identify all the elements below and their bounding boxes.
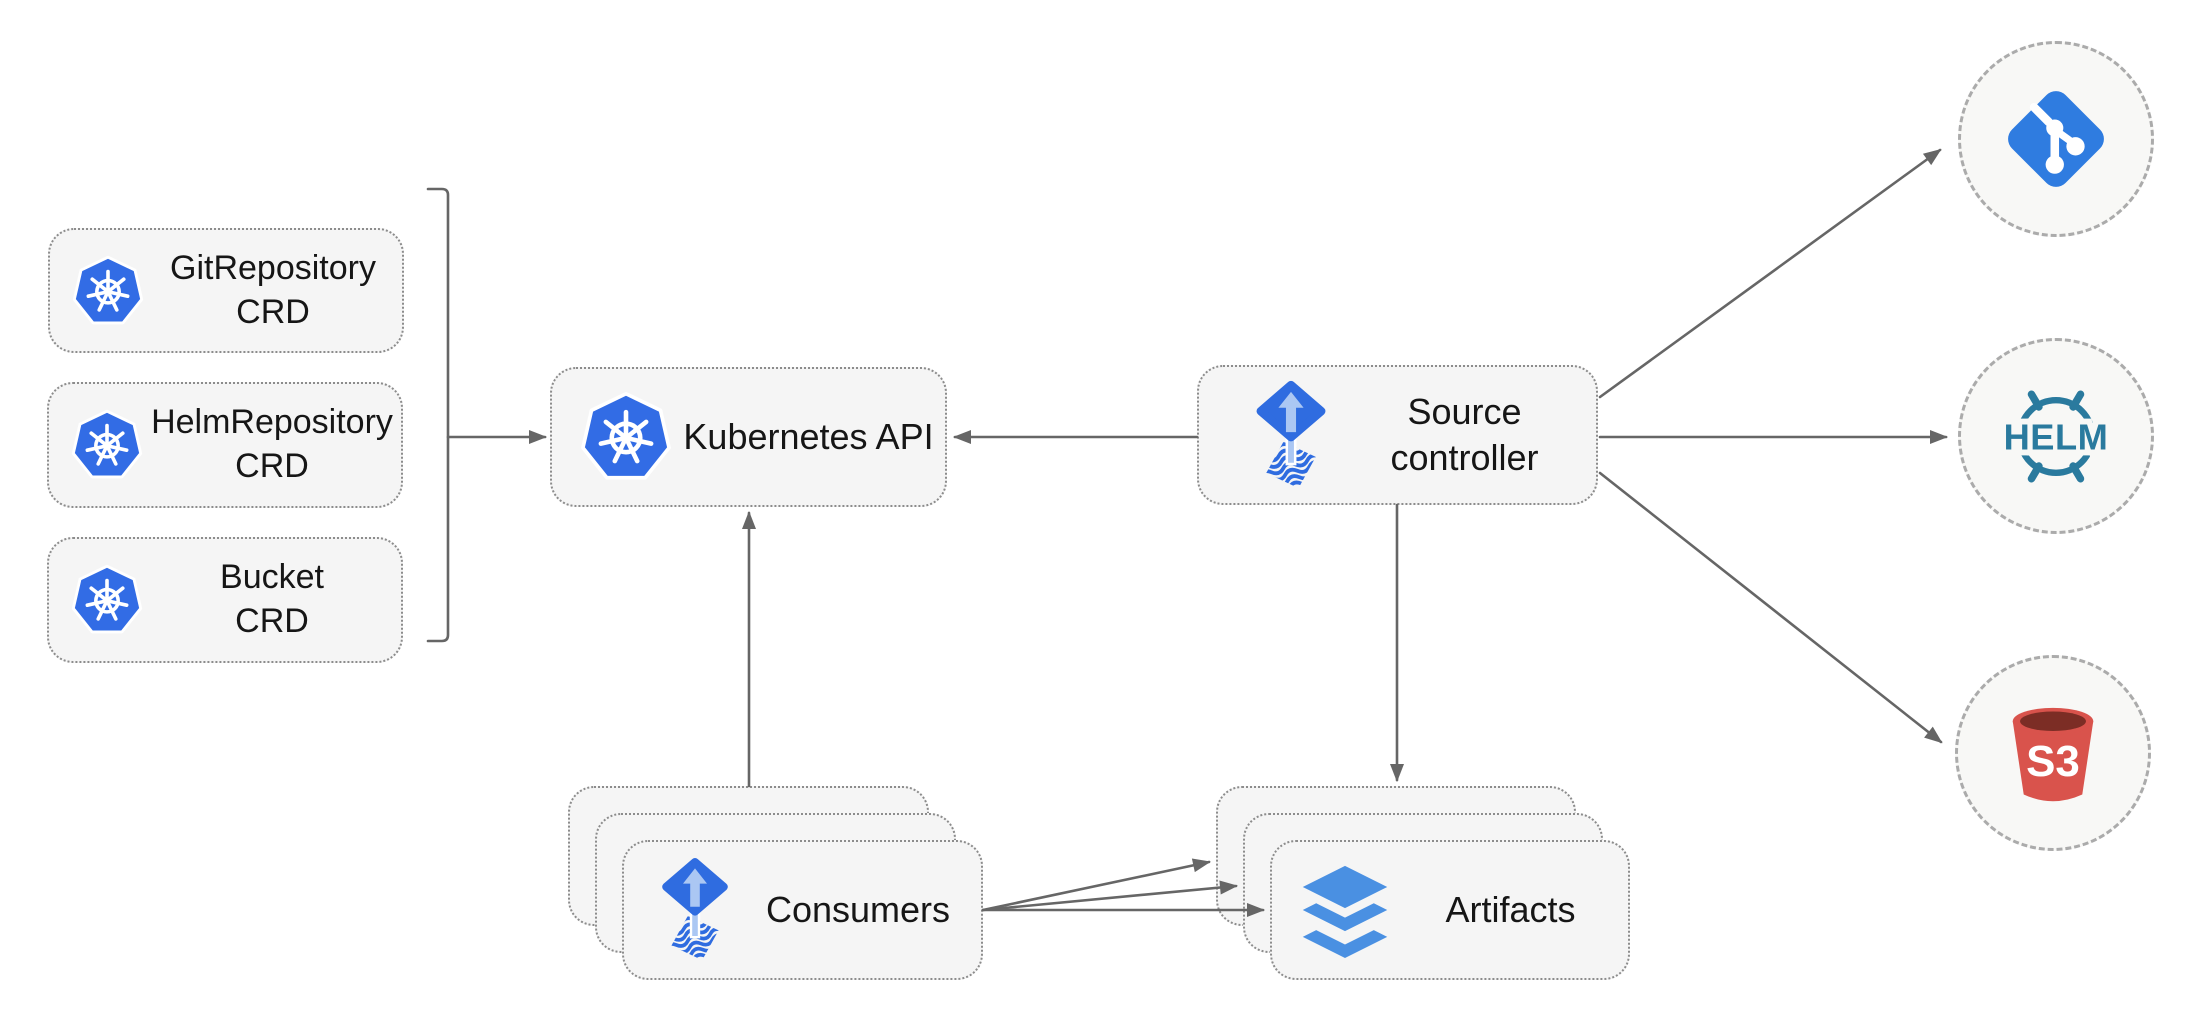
kubernetes-icon bbox=[71, 564, 143, 636]
crd-group-bracket bbox=[426, 187, 450, 643]
s3-wordmark: S3 bbox=[2026, 737, 2080, 786]
kubernetes-icon bbox=[580, 391, 672, 483]
git-icon bbox=[1995, 78, 2117, 200]
consumers-label: Consumers bbox=[765, 888, 951, 930]
kubernetes-icon bbox=[72, 255, 144, 327]
s3-source-node: S3 bbox=[1955, 655, 2151, 851]
kubernetes-icon bbox=[71, 409, 143, 481]
kubernetes-api-label: Kubernetes API bbox=[683, 415, 934, 457]
artifacts-box: Artifacts bbox=[1270, 840, 1630, 980]
flux-consumer-icon bbox=[655, 857, 735, 963]
arrow-consumers-to-artifacts-back bbox=[981, 858, 1211, 912]
arrow-source-controller-to-git bbox=[1598, 148, 1942, 399]
artifacts-label: Artifacts bbox=[1445, 888, 1576, 930]
arrow-consumers-to-artifacts-middle bbox=[981, 880, 1238, 912]
layers-icon bbox=[1297, 860, 1393, 960]
flux-source-controller-icon bbox=[1249, 380, 1333, 491]
helm-source-node: HELM bbox=[1958, 338, 2154, 534]
consumers-box: Consumers bbox=[622, 840, 983, 980]
arrow-source-controller-to-s3 bbox=[1598, 471, 1943, 744]
helm-icon: HELM bbox=[1992, 383, 2120, 490]
kubernetes-api-box: Kubernetes API bbox=[550, 367, 947, 507]
git-source-node bbox=[1958, 41, 2154, 237]
s3-bucket-icon: S3 bbox=[1992, 692, 2114, 814]
helm-wordmark: HELM bbox=[2004, 416, 2109, 457]
